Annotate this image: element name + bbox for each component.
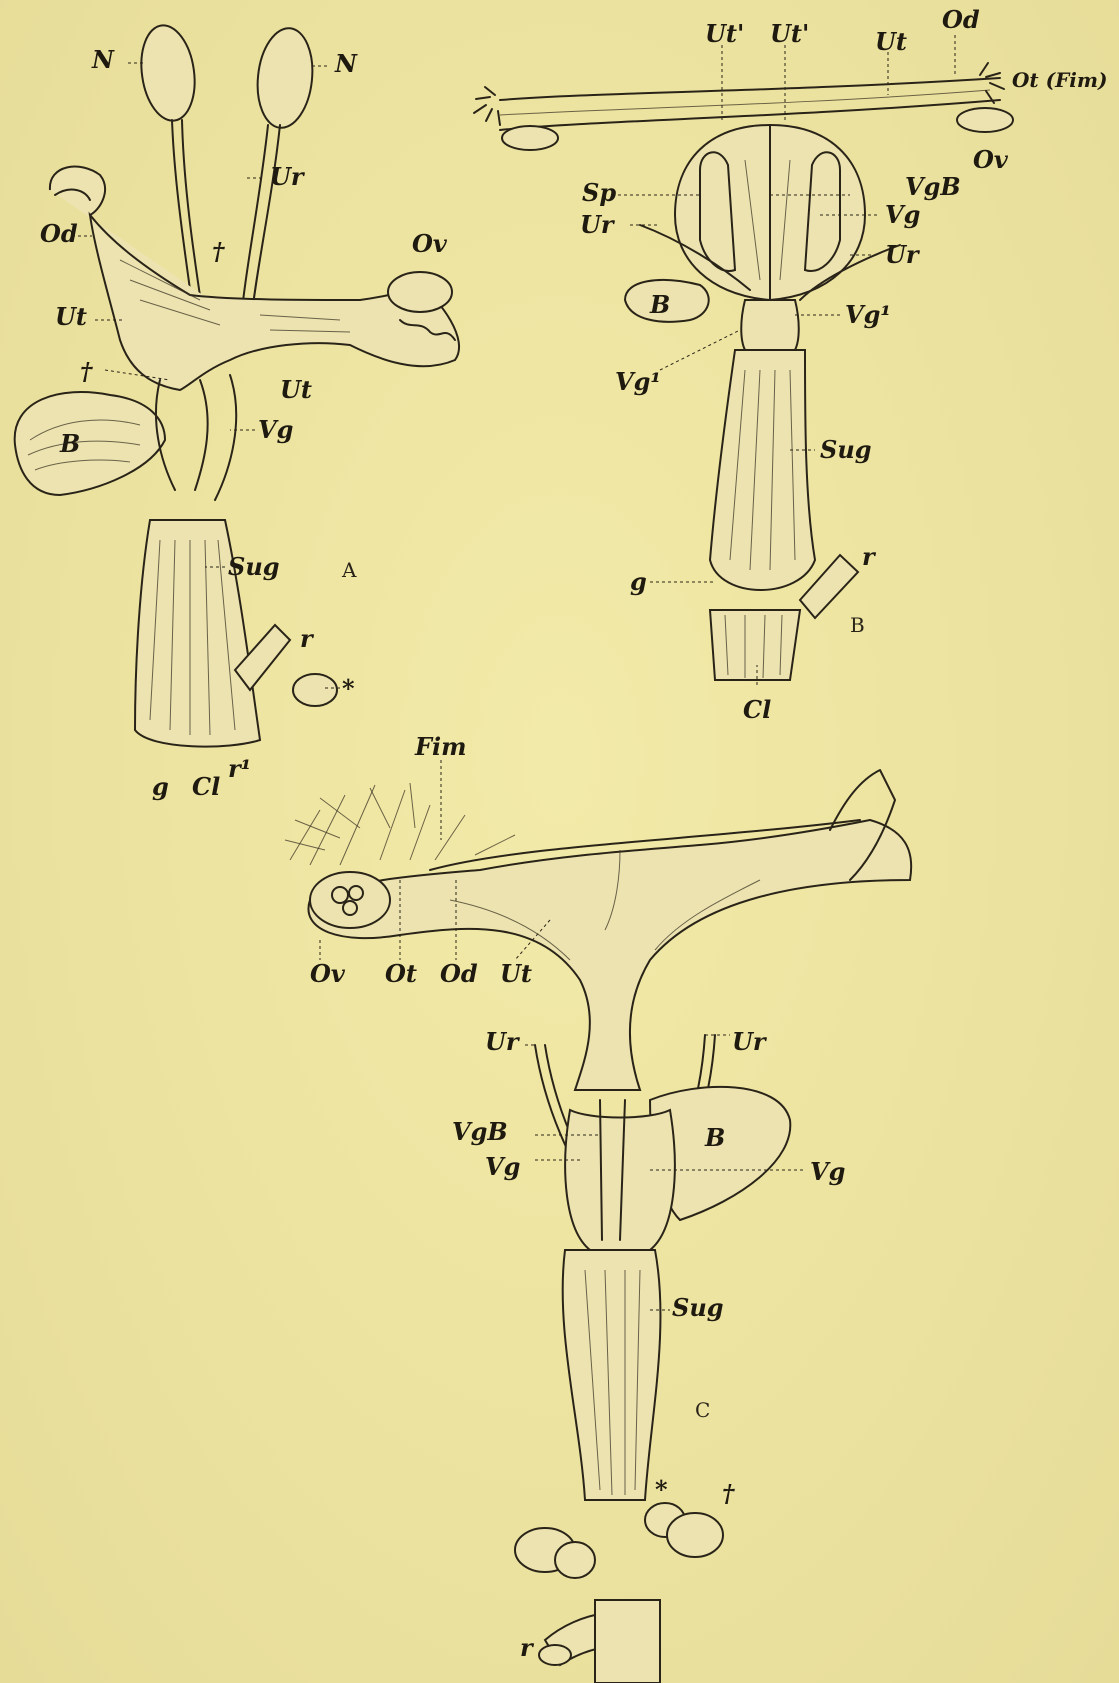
fig-b-label-ostium-fimbria: Ot (Fim) [1012, 70, 1108, 90]
fig-c-label-ureter-right: Ur [732, 1030, 766, 1054]
fig-a-label-n-right: N [335, 52, 357, 76]
fig-a-label-n-left: N [92, 48, 114, 72]
fig-a-label-vagina: Vg [258, 418, 293, 442]
fig-c-label-rectum: r [520, 1636, 533, 1660]
fig-a-label-r1: r¹ [228, 757, 251, 781]
fig-a-label-rectum: r [300, 627, 313, 651]
fig-a-label-uterus-right: Ut [280, 378, 312, 402]
fig-b-label-oviduct: Od [942, 8, 980, 32]
fig-b-label-vg1-right: Vg¹ [845, 303, 891, 327]
fig-a-label-g: g [152, 775, 169, 799]
fig-b-label-bladder: B [650, 293, 670, 317]
fig-b-label-septum: Sp [582, 181, 616, 205]
figure-a-letter: A [342, 558, 356, 582]
fig-b-label-vaginal-bag: VgB [905, 175, 961, 199]
fig-a-label-oviduct: Od [40, 222, 78, 246]
fig-b-label-vagina: Vg [885, 203, 920, 227]
fig-c-label-vagina-right: Vg [810, 1160, 845, 1184]
fig-b-label-sinus: Sug [820, 438, 872, 462]
fig-b-label-ovary: Ov [973, 148, 1008, 172]
fig-b-label-uterus: Ut [875, 30, 907, 54]
fig-c-label-dagger: † [722, 1482, 735, 1506]
fig-c-label-ureter-left: Ur [485, 1030, 519, 1054]
fig-c-label-sinus: Sug [672, 1296, 724, 1320]
fig-b-label-ut-prime-left: Ut' [705, 22, 744, 46]
fig-a-label-asterisk: * [342, 677, 355, 701]
figure-b-drawing [474, 63, 1013, 680]
fig-c-label-vaginal-bag: VgB [452, 1120, 508, 1144]
fig-b-label-cloaca: Cl [743, 698, 771, 722]
fig-b-label-ut-prime-right: Ut' [770, 22, 809, 46]
fig-a-label-dagger-top: † [212, 240, 225, 264]
fig-b-label-g: g [630, 570, 647, 594]
fig-a-label-ureter: Ur [270, 165, 304, 189]
fig-a-label-uterus-left: Ut [55, 305, 87, 329]
fig-a-label-sinus: Sug [228, 555, 280, 579]
fig-b-label-ureter-left: Ur [580, 213, 614, 237]
fig-c-label-oviduct: Od [440, 962, 478, 986]
fig-c-label-vagina-left: Vg [485, 1155, 520, 1179]
fig-a-label-ovary: Ov [412, 232, 447, 256]
figure-c-letter: C [695, 1398, 710, 1422]
fig-b-label-ureter-right: Ur [885, 243, 919, 267]
fig-a-label-dagger-side: † [80, 360, 93, 384]
fig-c-label-fimbria: Fim [415, 735, 467, 759]
fig-b-label-rectum: r [862, 545, 875, 569]
fig-c-label-ostium: Ot [385, 962, 417, 986]
figure-b-letter: B [850, 613, 865, 637]
fig-c-label-bladder: B [705, 1126, 725, 1150]
fig-c-label-uterus: Ut [500, 962, 532, 986]
fig-b-label-vg1-left: Vg¹ [615, 370, 661, 394]
fig-c-label-asterisk: * [655, 1478, 668, 1502]
fig-a-label-bladder: B [60, 432, 80, 456]
fig-a-label-cloaca: Cl [192, 775, 220, 799]
figure-c-drawing [285, 770, 911, 1683]
fig-c-label-ovary: Ov [310, 962, 345, 986]
